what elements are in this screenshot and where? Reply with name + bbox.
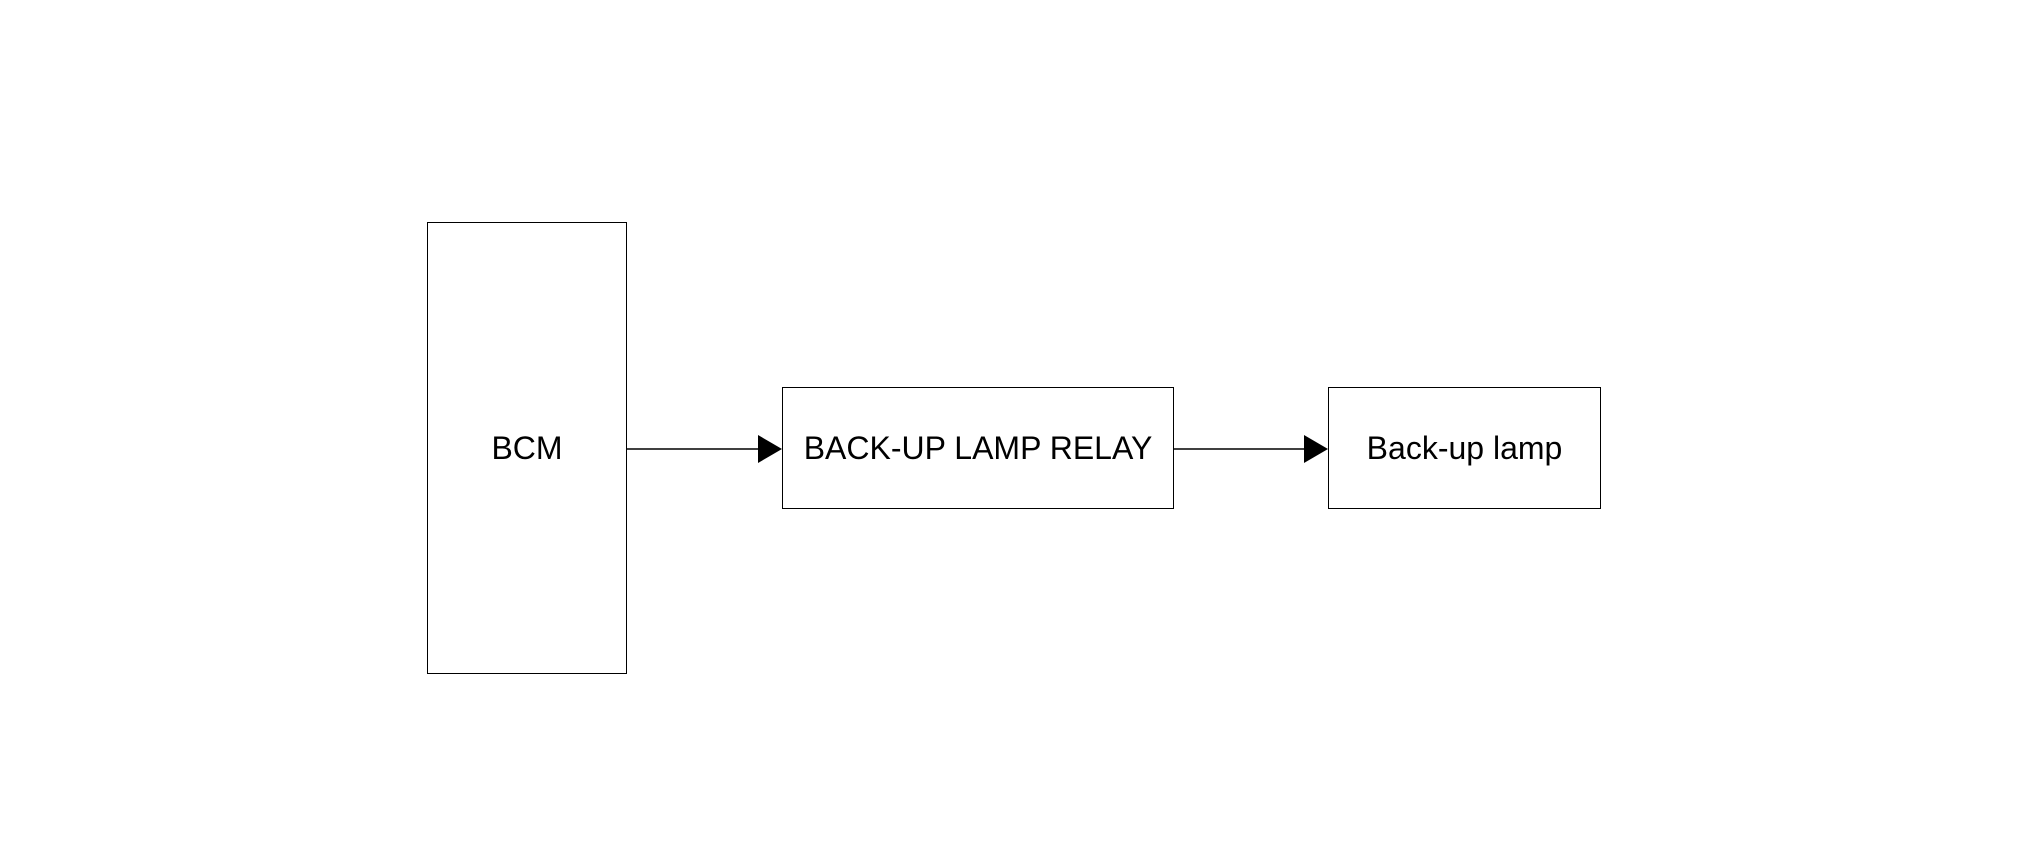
bcm-block: BCM bbox=[427, 222, 627, 674]
back-up-lamp-block: Back-up lamp bbox=[1328, 387, 1601, 509]
back-up-lamp-relay-block: BACK-UP LAMP RELAY bbox=[782, 387, 1174, 509]
arrow-relay-to-lamp bbox=[1174, 435, 1328, 463]
arrowhead-relay-input bbox=[758, 435, 782, 463]
back-up-lamp-relay-label: BACK-UP LAMP RELAY bbox=[803, 429, 1153, 466]
arrow-bcm-to-relay bbox=[627, 435, 782, 463]
back-up-lamp-label: Back-up lamp bbox=[1366, 429, 1563, 466]
arrowhead-lamp-input bbox=[1304, 435, 1328, 463]
bcm-label: BCM bbox=[491, 429, 563, 466]
